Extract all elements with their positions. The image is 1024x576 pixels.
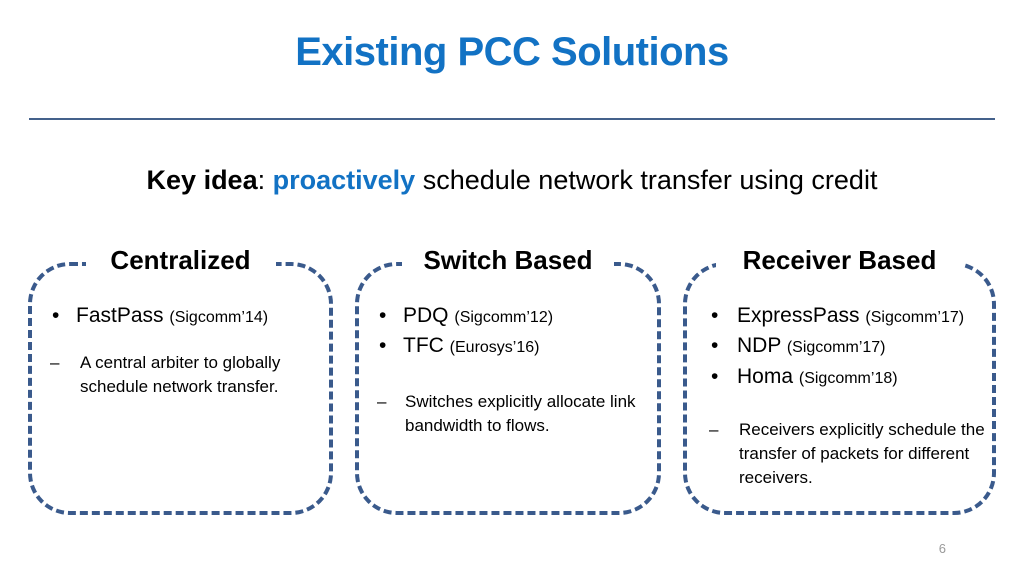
paper-name: TFC bbox=[403, 334, 444, 358]
dash-icon: – bbox=[377, 391, 387, 411]
paper-venue: (Sigcomm’12) bbox=[454, 309, 554, 326]
note-text: Switches explicitly allocate link bandwi… bbox=[405, 391, 636, 435]
paper-venue: (Sigcomm’17) bbox=[786, 339, 886, 357]
note-list-centralized: –A central arbiter to globally schedule … bbox=[46, 351, 319, 399]
list-item: • PDQ (Sigcomm’12) bbox=[373, 302, 647, 329]
bullet-icon: • bbox=[711, 364, 719, 388]
category-box-switch-based: Switch Based • PDQ (Sigcomm’12) • TFC (Eur… bbox=[355, 244, 661, 515]
paper-name: PDQ bbox=[403, 304, 449, 327]
paper-list-receiver-based: • ExpressPass (Sigcomm’17) • NDP (Sigcomm’… bbox=[705, 302, 986, 390]
note-text: Receivers explicitly schedule the transf… bbox=[739, 419, 985, 488]
dash-icon: – bbox=[50, 353, 60, 373]
note-item: –Receivers explicitly schedule the trans… bbox=[705, 418, 986, 490]
paper-venue: (Sigcomm’14) bbox=[169, 309, 269, 326]
list-item: • NDP (Sigcomm’17) bbox=[705, 332, 986, 359]
note-list-switch-based: –Switches explicitly allocate link bandw… bbox=[373, 390, 647, 438]
paper-list-centralized: • FastPass (Sigcomm’14) bbox=[46, 302, 319, 329]
category-title-centralized: Centralized bbox=[85, 244, 276, 275]
key-idea-accent: proactively bbox=[272, 165, 416, 195]
note-item: –Switches explicitly allocate link bandw… bbox=[373, 390, 647, 438]
category-body-centralized: • FastPass (Sigcomm’14) –A central arbite… bbox=[32, 302, 329, 400]
list-item: • Homa (Sigcomm’18) bbox=[705, 363, 986, 390]
bullet-icon: • bbox=[711, 334, 719, 358]
category-title-receiver-based: Receiver Based bbox=[715, 244, 964, 275]
paper-name: Homa bbox=[737, 364, 794, 388]
paper-name: NDP bbox=[737, 334, 781, 358]
dash-icon: – bbox=[709, 419, 719, 439]
note-item: –A central arbiter to globally schedule … bbox=[46, 351, 319, 399]
paper-venue: (Eurosys’16) bbox=[449, 339, 540, 357]
category-body-receiver-based: • ExpressPass (Sigcomm’17) • NDP (Sigcomm’… bbox=[687, 302, 992, 490]
category-box-receiver-based: Receiver Based • ExpressPass (Sigcomm’17)… bbox=[683, 244, 996, 515]
key-idea-rest: schedule network transfer using credit bbox=[422, 165, 878, 195]
paper-venue: (Sigcomm’17) bbox=[865, 309, 965, 326]
bullet-icon: • bbox=[711, 304, 719, 327]
paper-name: ExpressPass bbox=[737, 304, 860, 327]
bullet-icon: • bbox=[379, 304, 387, 327]
category-title-switch-based: Switch Based bbox=[402, 244, 614, 275]
paper-name: FastPass bbox=[76, 304, 164, 327]
paper-list-switch-based: • PDQ (Sigcomm’12) • TFC (Eurosys’16) bbox=[373, 302, 647, 360]
page-title: Existing PCC Solutions bbox=[295, 30, 729, 74]
list-item: • TFC (Eurosys’16) bbox=[373, 332, 647, 359]
note-text: A central arbiter to globally schedule n… bbox=[80, 353, 281, 397]
paper-venue: (Sigcomm’18) bbox=[798, 369, 898, 387]
key-idea-label: Key idea bbox=[146, 165, 258, 195]
title-divider bbox=[29, 118, 995, 120]
key-idea-line: Key idea: proactively schedule network t… bbox=[0, 165, 1024, 196]
slide-number: 6 bbox=[938, 541, 946, 556]
category-box-centralized: Centralized • FastPass (Sigcomm’14) –A ce… bbox=[28, 244, 333, 515]
note-list-receiver-based: –Receivers explicitly schedule the trans… bbox=[705, 418, 986, 490]
bullet-icon: • bbox=[52, 304, 60, 327]
list-item: • ExpressPass (Sigcomm’17) bbox=[705, 302, 986, 329]
category-body-switch-based: • PDQ (Sigcomm’12) • TFC (Eurosys’16) –Swi… bbox=[359, 302, 657, 438]
list-item: • FastPass (Sigcomm’14) bbox=[46, 302, 319, 329]
key-idea-colon: : bbox=[257, 165, 266, 195]
bullet-icon: • bbox=[379, 334, 387, 358]
